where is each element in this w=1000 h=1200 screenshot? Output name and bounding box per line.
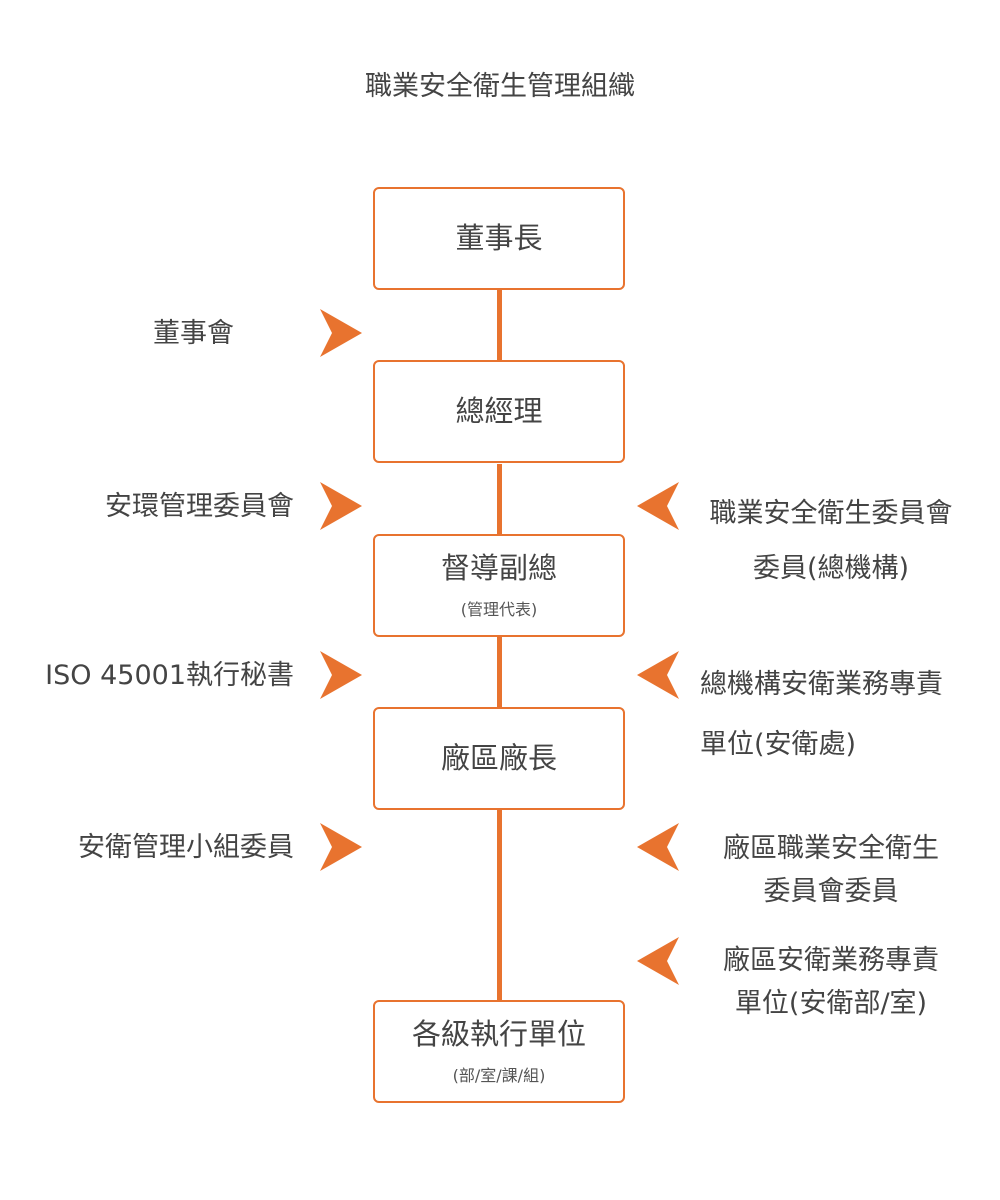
right-label-line: 單位(安衛部/室)	[734, 988, 928, 1019]
arrow-left-icon	[637, 823, 679, 871]
chart-title: 職業安全衛生管理組織	[365, 71, 635, 102]
box-sublabel: (管理代表)	[460, 599, 538, 619]
right-label-hq-safety-unit: 總機構安衛業務專責 單位(安衛處)	[700, 655, 962, 775]
left-label-board: 董事會	[153, 318, 234, 349]
box-label: 董事長	[455, 221, 543, 256]
arrow-right-icon	[320, 651, 362, 699]
left-label-safety-group: 安衛管理小組委員	[78, 832, 294, 863]
left-label-env-committee: 安環管理委員會	[105, 491, 294, 522]
right-label-line: 總機構安衛業務專責	[700, 669, 943, 700]
right-label-plant-safety-unit: 廠區安衛業務專責 單位(安衛部/室)	[700, 939, 962, 1025]
box-label: 廠區廠長	[440, 741, 557, 776]
connector-line	[497, 290, 502, 362]
right-label-line: 職業安全衛生委員會	[709, 498, 953, 529]
box-label: 督導副總	[440, 551, 557, 586]
right-label-line: 廠區安衛業務專責	[723, 945, 939, 976]
arrow-left-icon	[637, 651, 679, 699]
left-label-iso-secretary: ISO 45001執行秘書	[45, 660, 294, 691]
arrow-left-icon	[637, 482, 679, 530]
right-label-line: 廠區職業安全衛生	[723, 833, 939, 864]
box-sublabel: (部/室/課/組)	[452, 1065, 546, 1085]
right-label-line: 委員(總機構)	[752, 553, 910, 584]
org-box-execution-units: 各級執行單位 (部/室/課/組)	[373, 1000, 625, 1103]
org-box-general-manager: 總經理	[373, 360, 625, 463]
org-box-chairman: 董事長	[373, 187, 625, 290]
connector-line	[497, 637, 502, 709]
arrow-right-icon	[320, 309, 362, 357]
arrow-right-icon	[320, 482, 362, 530]
box-label: 各級執行單位	[411, 1017, 586, 1052]
right-label-osh-committee: 職業安全衛生委員會 委員(總機構)	[700, 486, 962, 596]
arrow-left-icon	[637, 937, 679, 985]
connector-line	[497, 464, 502, 536]
right-label-line: 單位(安衛處)	[700, 729, 857, 760]
connector-line	[497, 810, 502, 1002]
org-box-plant-manager: 廠區廠長	[373, 707, 625, 810]
right-label-line: 委員會委員	[763, 876, 899, 907]
org-box-vice-president: 督導副總 (管理代表)	[373, 534, 625, 637]
arrow-right-icon	[320, 823, 362, 871]
box-label: 總經理	[455, 394, 543, 429]
right-label-plant-committee: 廠區職業安全衛生 委員會委員	[700, 827, 962, 913]
